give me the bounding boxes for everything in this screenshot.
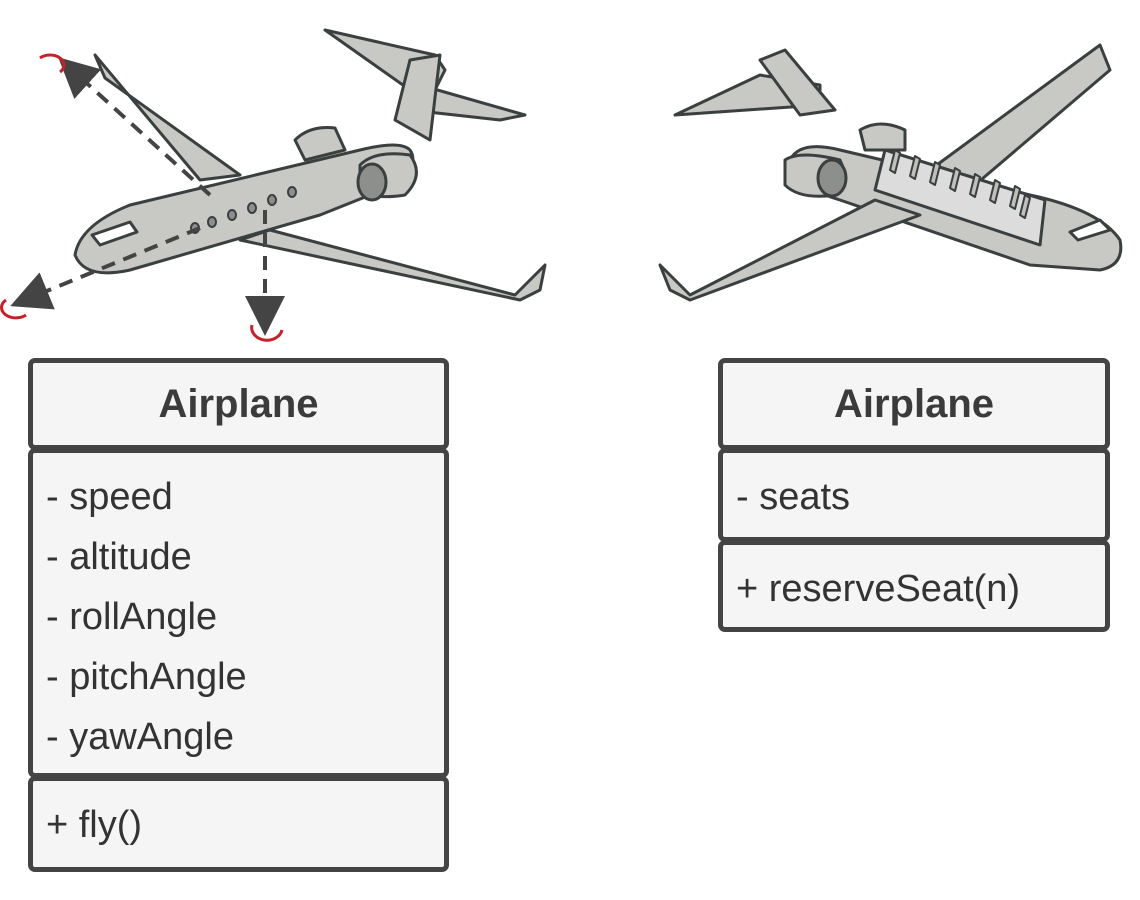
- left-airplane-icon: [73, 28, 547, 302]
- attribute-item: - yawAngle: [46, 716, 234, 758]
- left-class-name: Airplane: [28, 358, 449, 450]
- left-class-box: Airplane - speed - altitude - rollAngle …: [28, 358, 449, 872]
- attribute-item: - rollAngle: [46, 596, 218, 638]
- left-class-attributes: - speed - altitude - rollAngle - pitchAn…: [28, 448, 449, 778]
- right-class-name: Airplane: [718, 358, 1110, 450]
- attribute-item: - speed: [46, 476, 173, 518]
- right-airplane-icon: [658, 43, 1123, 302]
- left-class-methods: + fly(): [28, 776, 449, 872]
- rotation-axes: [10, 57, 285, 336]
- attribute-item: - altitude: [46, 536, 192, 578]
- method-item: + fly(): [46, 804, 143, 846]
- rotation-arrow-icon: [0, 53, 284, 342]
- right-class-box: Airplane - seats + reserveSeat(n): [718, 358, 1110, 632]
- right-class-methods: + reserveSeat(n): [718, 540, 1110, 632]
- right-class-attributes: - seats: [718, 448, 1110, 542]
- attribute-item: - seats: [736, 476, 851, 518]
- method-item: + reserveSeat(n): [736, 568, 1021, 610]
- attribute-item: - pitchAngle: [46, 656, 247, 698]
